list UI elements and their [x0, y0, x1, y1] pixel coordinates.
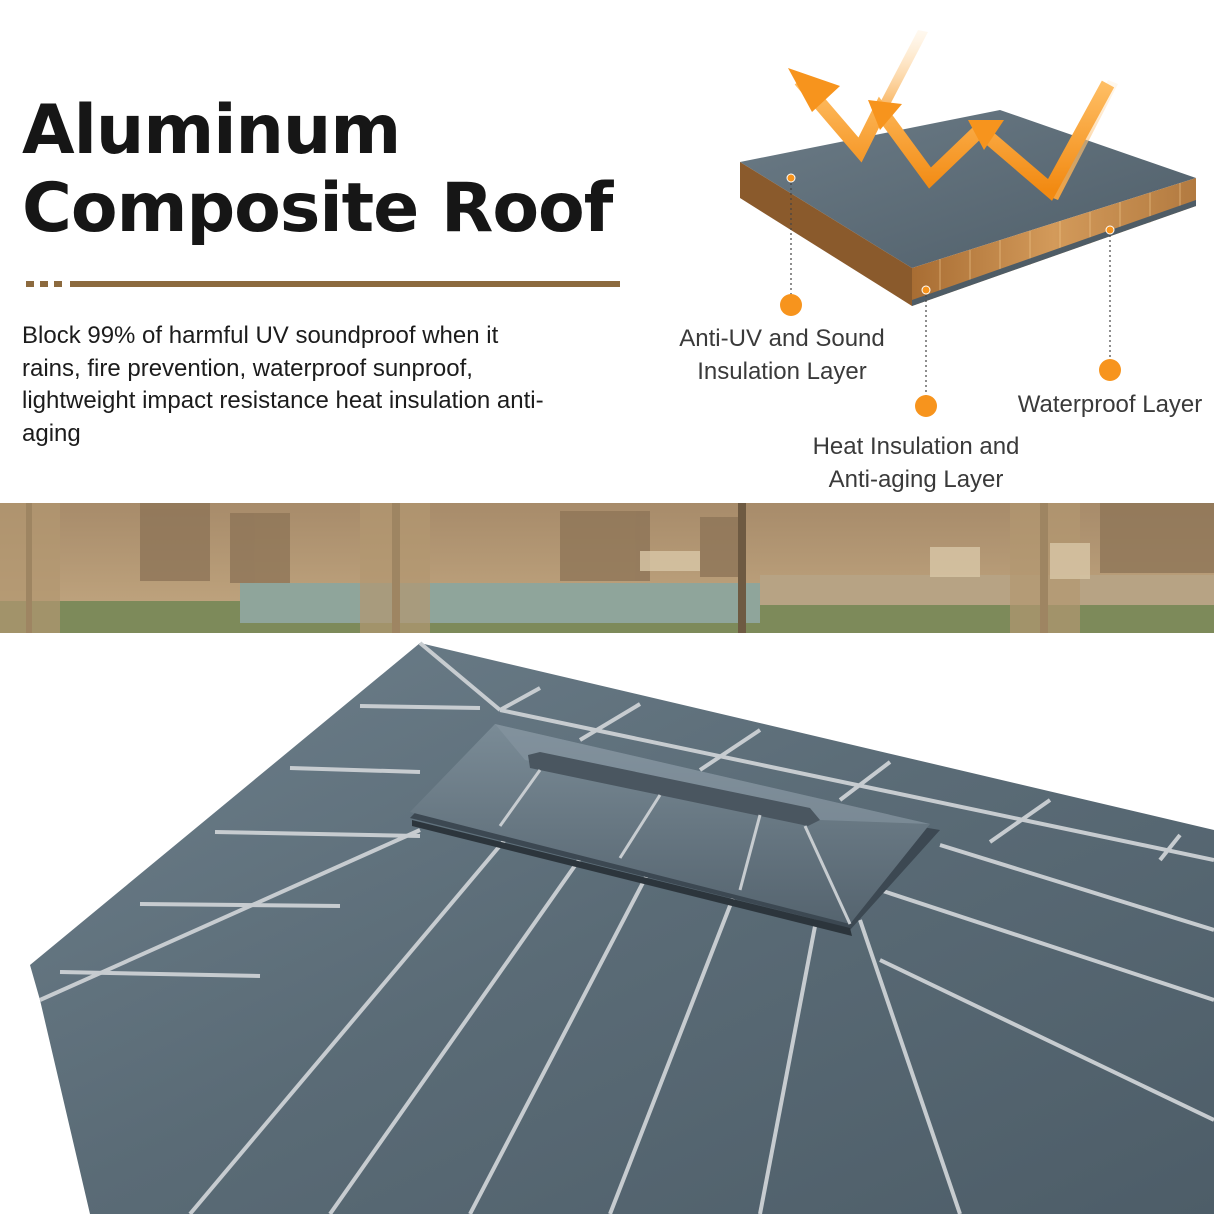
roof-panel-illustration: [30, 641, 1214, 1214]
divider-dot: [54, 281, 62, 287]
title-line-1: Aluminum: [22, 91, 401, 170]
layer-markers: [780, 173, 1121, 417]
title-divider: [26, 280, 620, 288]
layer-diagram: [740, 30, 1196, 417]
roof-seams: [39, 641, 1214, 1214]
label-line: Anti-UV and Sound: [679, 325, 885, 352]
label-heat-layer: Heat Insulation and Anti-aging Layer: [800, 430, 1032, 496]
title-line-2: Composite Roof: [22, 169, 613, 248]
ridge-vent-cap: [410, 724, 940, 936]
page-title: Aluminum Composite Roof: [22, 91, 613, 248]
label-line: Heat Insulation and: [812, 433, 1020, 460]
feature-description: Block 99% of harmful UV soundproof when …: [22, 322, 544, 447]
divider-dot: [40, 281, 48, 287]
label-waterproof-layer: Waterproof Layer: [1017, 391, 1203, 418]
divider-rule: [70, 281, 620, 287]
divider-dot: [26, 281, 34, 287]
slab-side-left: [740, 162, 912, 306]
poolside-photo-strip: [0, 503, 1214, 633]
slab-side-front: [912, 178, 1196, 306]
label-line: Insulation Layer: [697, 358, 867, 385]
roof-surface: [30, 643, 1214, 1214]
orange-dot-icon: [780, 294, 802, 316]
orange-dot-icon: [1099, 359, 1121, 381]
label-line: Anti-aging Layer: [828, 466, 1004, 493]
orange-dot-icon: [915, 395, 937, 417]
zigzag-arrow-icon: [788, 30, 1118, 201]
label-anti-uv-layer: Anti-UV and Sound Insulation Layer: [672, 322, 892, 388]
